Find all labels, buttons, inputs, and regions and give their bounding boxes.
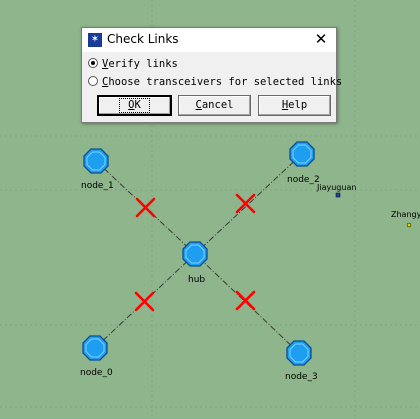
dialog-titlebar[interactable]: ✶ Check Links ✕ bbox=[82, 28, 336, 52]
link-node2-hub[interactable] bbox=[194, 153, 303, 255]
check-links-dialog: ✶ Check Links ✕ Verify links Choose tran… bbox=[81, 27, 342, 123]
radio-verify-links[interactable]: Verify links bbox=[88, 58, 178, 74]
cancel-button[interactable]: Cancel bbox=[178, 95, 251, 116]
node-label: node_0 bbox=[80, 368, 113, 378]
button-label: K bbox=[134, 99, 141, 111]
city-label: Zhangy bbox=[391, 210, 420, 219]
dialog-body: Verify links Choose transceivers for sel… bbox=[82, 52, 342, 122]
city-marker bbox=[335, 192, 341, 198]
node-icon[interactable] bbox=[83, 148, 109, 174]
node-icon[interactable] bbox=[182, 241, 208, 267]
link-fail-mark bbox=[235, 290, 256, 311]
button-accel: H bbox=[281, 99, 289, 111]
app-star-icon: ✶ bbox=[88, 33, 102, 47]
dialog-title: Check Links bbox=[107, 32, 179, 46]
node-label: node_3 bbox=[285, 372, 318, 382]
node-label: node_2 bbox=[287, 175, 320, 185]
close-icon[interactable]: ✕ bbox=[314, 30, 328, 48]
button-label: ancel bbox=[201, 99, 234, 111]
option-accel: C bbox=[102, 76, 109, 88]
focus-rect: OK bbox=[119, 98, 150, 113]
option-label: erify links bbox=[108, 58, 178, 70]
button-accel: C bbox=[195, 99, 202, 111]
link-fail-mark bbox=[235, 193, 256, 214]
node-label: hub bbox=[188, 275, 205, 285]
link-fail-mark bbox=[134, 291, 155, 312]
ok-button[interactable]: OK bbox=[97, 95, 172, 116]
city-marker bbox=[406, 222, 412, 228]
node-icon[interactable] bbox=[289, 141, 315, 167]
node-icon[interactable] bbox=[286, 340, 312, 366]
help-button[interactable]: Help bbox=[258, 95, 331, 116]
button-accel: O bbox=[128, 99, 135, 111]
option-label: hoose transceivers for selected links bbox=[108, 76, 343, 88]
city-label: Jiayuguan bbox=[316, 183, 356, 192]
radio-unselected-icon[interactable] bbox=[88, 76, 98, 86]
radio-selected-icon[interactable] bbox=[88, 58, 98, 68]
option-accel: V bbox=[102, 58, 109, 70]
link-fail-mark bbox=[135, 197, 156, 218]
button-label: elp bbox=[288, 99, 308, 111]
radio-choose-transceivers[interactable]: Choose transceivers for selected links bbox=[88, 76, 342, 92]
node-label: node_1 bbox=[81, 181, 114, 191]
node-icon[interactable] bbox=[82, 335, 108, 361]
